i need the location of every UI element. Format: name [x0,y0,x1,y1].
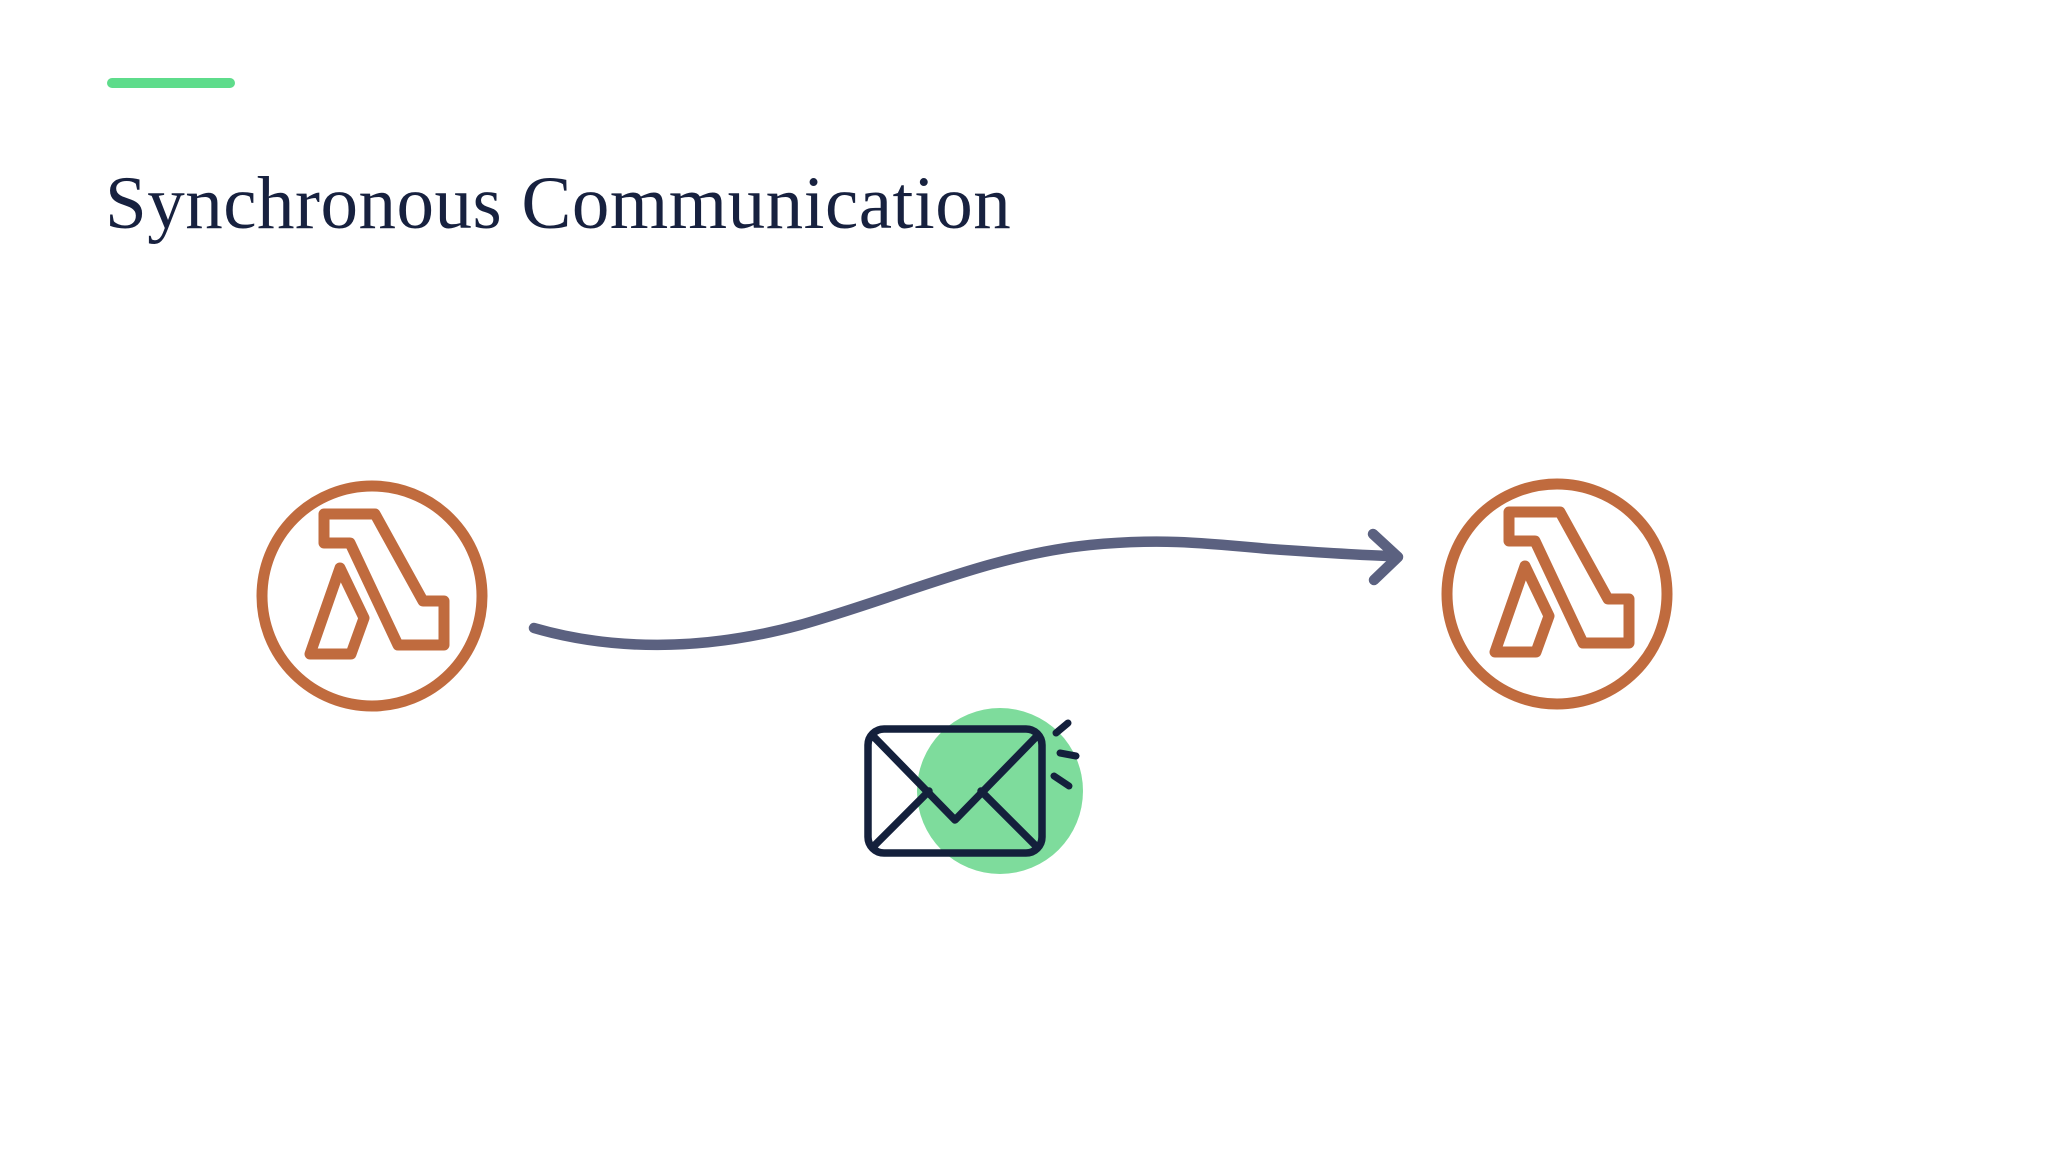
aws-lambda-icon [256,480,488,712]
dash-top [1052,719,1072,737]
title-accent-bar [107,78,235,88]
curved-arrow [528,528,1404,651]
envelope-fold-right [977,787,1041,851]
notification-dashes-icon [1050,719,1080,790]
lambda-left-leg [1489,560,1555,658]
dash-bottom [1050,772,1073,790]
connector-curve [528,536,1396,651]
page-title: Synchronous Communication [105,162,1012,246]
arrowhead-icon [1367,528,1404,586]
lambda-circle [1441,478,1673,710]
envelope-fold-left [869,787,933,851]
lambda-glyph [1503,506,1635,649]
envelope-body [864,725,1046,857]
lambda-glyph [318,508,450,651]
lambda-left-leg [304,562,370,660]
dash-middle [1056,749,1080,760]
envelope-flap [869,732,1041,824]
email-envelope-icon [864,725,1046,857]
lambda-circle [256,480,488,712]
aws-lambda-icon [1441,478,1673,710]
email-message-group [864,708,1083,874]
